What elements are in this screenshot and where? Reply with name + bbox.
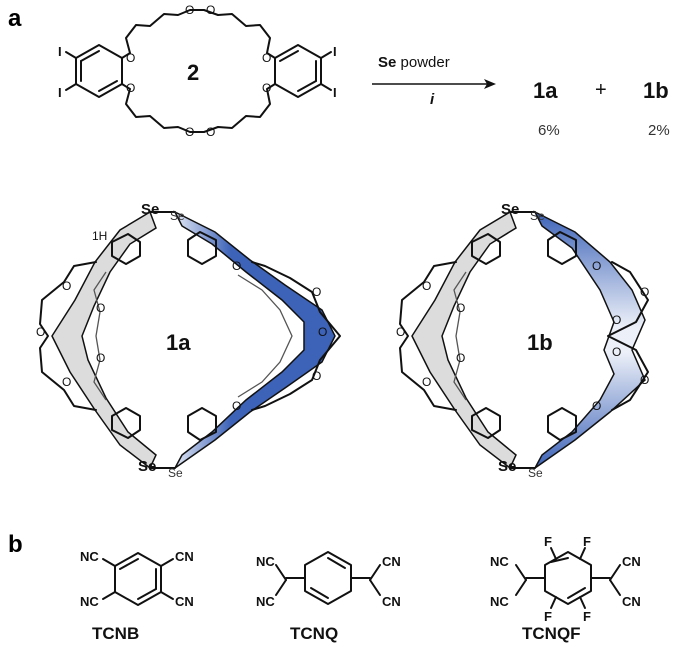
nitrile-label: CN (622, 554, 641, 569)
oxygen-label: O (62, 279, 71, 293)
nitrile-label: CN (175, 594, 194, 609)
arrow-head-icon (484, 79, 496, 89)
nitrile-label: NC (80, 594, 99, 609)
fluorine-label: F (583, 609, 591, 624)
nitrile-label: CN (622, 594, 641, 609)
oxygen-label: O (318, 325, 327, 339)
fluorine-label: F (544, 534, 552, 549)
oxygen-label: O (62, 375, 71, 389)
structure-1a (39, 210, 341, 470)
structure-1a-label: 1a (166, 330, 191, 355)
reagent-powder: powder (396, 54, 449, 71)
iodine-label: I (333, 85, 337, 100)
tcnqf-name: TCNQF (522, 624, 581, 643)
oxygen-label: O (232, 399, 241, 413)
oxygen-label: O (456, 351, 465, 365)
structure-1b-label: 1b (527, 330, 553, 355)
oxygen-label: O (612, 313, 621, 327)
structure-1b (399, 210, 649, 470)
tcnqf-structure (515, 547, 621, 609)
oxygen-label: O (612, 345, 621, 359)
panel-a-label: a (8, 5, 22, 32)
oxygen-label: O (592, 399, 601, 413)
plus-sign: + (595, 79, 607, 101)
oxygen-label: O (36, 325, 45, 339)
oxygen-label: O (262, 81, 271, 95)
oxygen-label: O (312, 369, 321, 383)
oxygen-label: O (312, 285, 321, 299)
oxygen-label: O (640, 373, 649, 387)
reagent-se: Se (378, 54, 396, 71)
se-atom-label: Se (498, 458, 516, 475)
nitrile-label: CN (382, 554, 401, 569)
oxygen-label: O (396, 325, 405, 339)
iodine-label: I (333, 44, 337, 59)
se-atom-label: Se (530, 209, 545, 223)
yield-1b: 2% (648, 122, 670, 139)
oxygen-label: O (206, 3, 215, 17)
product-1b-label: 1b (643, 78, 669, 103)
oxygen-label: O (126, 81, 135, 95)
fluorine-label: F (544, 609, 552, 624)
oxygen-label: O (206, 125, 215, 139)
se-atom-label: Se (501, 201, 519, 218)
reactant-label: 2 (187, 60, 199, 85)
oxygen-label: O (96, 351, 105, 365)
se-atom-label: Se (141, 201, 159, 218)
nitrile-label: NC (490, 594, 509, 609)
tcnb-structure (102, 552, 174, 606)
tcnb-name: TCNB (92, 624, 139, 643)
nitrile-label: CN (175, 549, 194, 564)
iodine-label: I (58, 85, 62, 100)
tcnq-structure (275, 551, 381, 605)
se-atom-label: Se (528, 466, 543, 480)
nitrile-label: NC (256, 554, 275, 569)
oxygen-label: O (232, 259, 241, 273)
oxygen-label: O (185, 125, 194, 139)
oxygen-label: O (640, 285, 649, 299)
nitrile-label: NC (256, 594, 275, 609)
oxygen-label: O (456, 301, 465, 315)
oxygen-label: O (96, 301, 105, 315)
oxygen-label: O (126, 51, 135, 65)
oxygen-label: O (262, 51, 271, 65)
se-atom-label: Se (168, 466, 183, 480)
oxygen-label: O (592, 259, 601, 273)
product-1a-label: 1a (533, 78, 558, 103)
iodine-label: I (58, 44, 62, 59)
se-atom-label: Se (138, 458, 156, 475)
nitrile-label: NC (80, 549, 99, 564)
reactant-2-structure (65, 9, 332, 133)
panel-b-label: b (8, 531, 23, 558)
oxygen-label: O (422, 279, 431, 293)
tcnq-name: TCNQ (290, 624, 338, 643)
fluorine-label: F (583, 534, 591, 549)
yield-1a: 6% (538, 122, 560, 139)
oxygen-label: O (422, 375, 431, 389)
oxygen-label: O (185, 3, 194, 17)
proton-label: 1H (92, 229, 107, 243)
nitrile-label: CN (382, 594, 401, 609)
se-atom-label: Se (170, 209, 185, 223)
reagent-text: Se powder (378, 54, 450, 71)
condition-label: i (430, 91, 435, 108)
nitrile-label: NC (490, 554, 509, 569)
